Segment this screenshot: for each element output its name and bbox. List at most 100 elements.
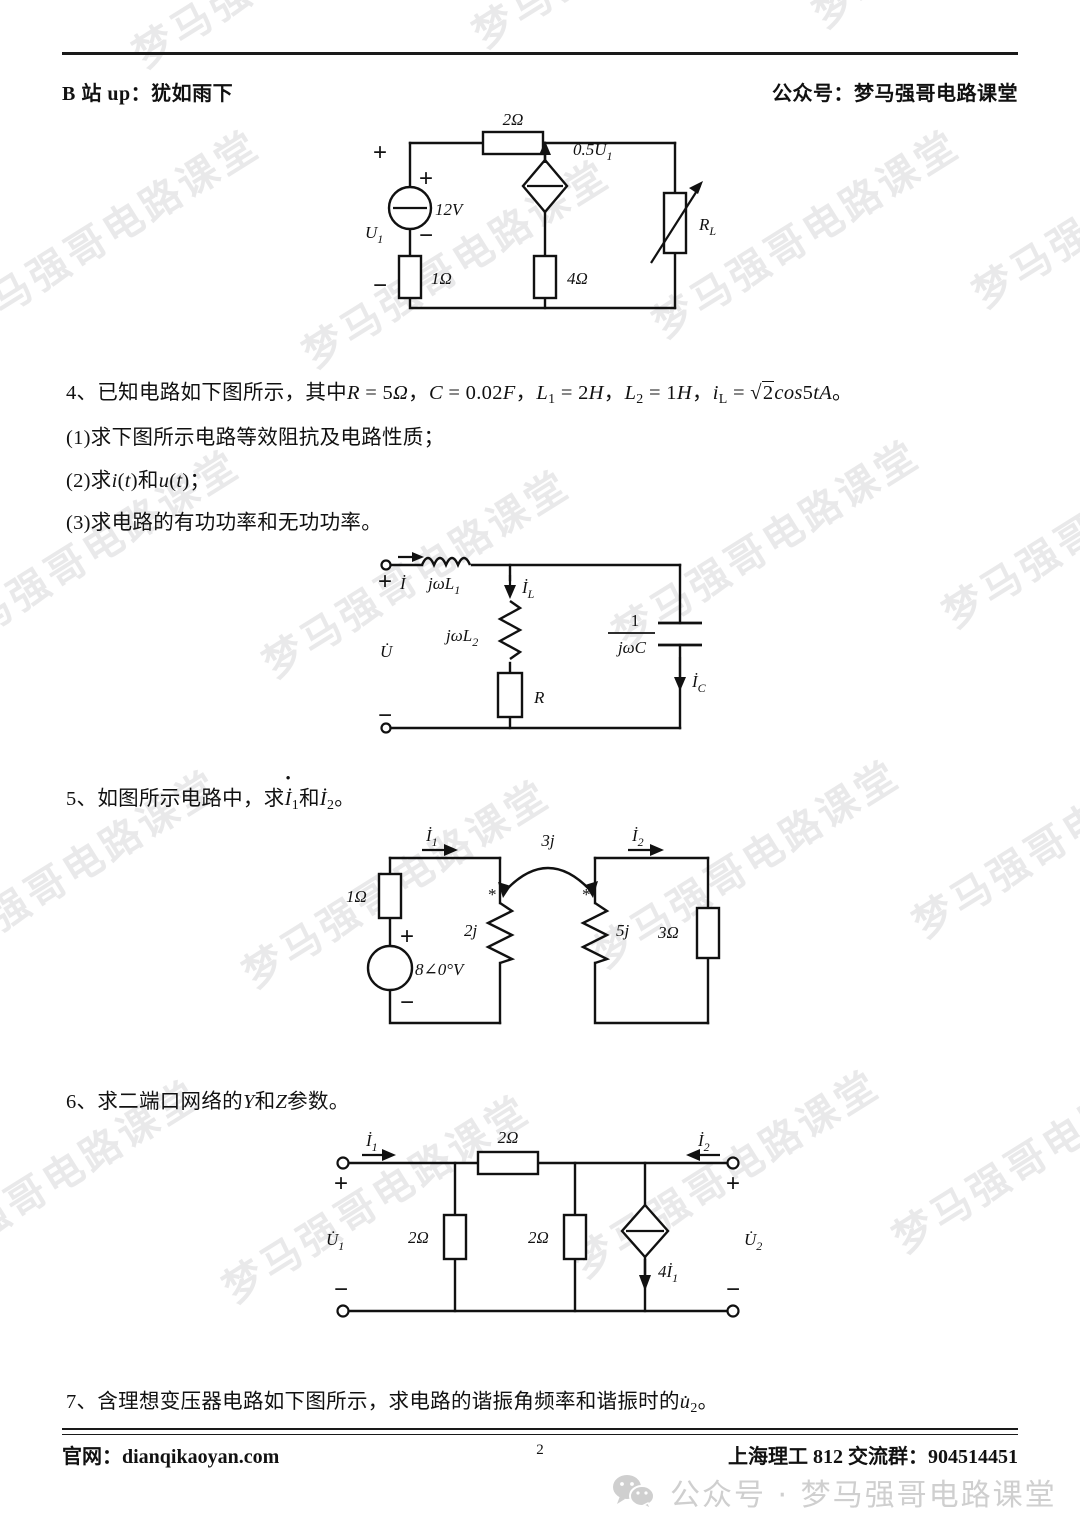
inductor-l2 xyxy=(497,600,523,660)
header-right-text: 公众号：梦马强哥电路课堂 xyxy=(772,82,1018,105)
terminal-in-top xyxy=(336,1156,350,1170)
dot-marker-left: * xyxy=(488,885,497,904)
figure-2-circuit: + − İ jωL1 İL jωL2 R xyxy=(350,545,760,750)
resistor-4ohm xyxy=(532,254,558,300)
load-label: RL xyxy=(698,215,716,238)
terminal-out-bottom xyxy=(726,1304,740,1318)
dependent-source-label: 4İ1 xyxy=(658,1262,678,1285)
resistor-2ohm-series-label: 2Ω xyxy=(498,1128,519,1147)
dependent-source-arrow-icon xyxy=(539,141,551,155)
current-i1-arrow-icon xyxy=(444,844,458,856)
wechat-banner-text: 公众号 · 梦马强哥电路课堂 xyxy=(670,1478,1057,1513)
dependent-source-arrow-icon xyxy=(639,1275,651,1291)
coupling-arrow-right-icon xyxy=(585,881,598,898)
variable-resistor-rl xyxy=(662,191,688,255)
wechat-banner: 公众号 · 梦马强哥电路课堂 xyxy=(612,1470,1057,1514)
mutual-inductance-label: 3j xyxy=(540,831,555,850)
problem-4-line-3: (2)求i(t)和u(t)； xyxy=(66,470,211,492)
problem-4-line-1: 4、已知电路如下图所示，其中R = 5Ω，C = 0.02F，L1 = 2H，L… xyxy=(66,381,853,407)
current-i1-label: İ1 xyxy=(425,826,438,849)
port2-plus-sign: + xyxy=(726,1170,740,1197)
input-terminal-top xyxy=(380,559,392,571)
port-plus-sign: + xyxy=(373,139,387,166)
resistor-2ohm-series-label: 2Ω xyxy=(503,110,524,129)
source-value-label: 12V xyxy=(435,200,465,219)
resistor-2ohm-shunt-2-label: 2Ω xyxy=(528,1228,549,1247)
resistor-r-label: R xyxy=(533,688,545,707)
port2-voltage-label: U̇2 xyxy=(744,1230,762,1253)
current-ic-arrow-icon xyxy=(674,677,686,691)
source-plus-sign: + xyxy=(419,165,433,192)
voltage-source-8v xyxy=(366,944,414,992)
page-number: 2 xyxy=(536,1442,544,1458)
current-il-arrow-icon xyxy=(504,585,516,599)
problem-6-text: 6、求二端口网络的Y和Z参数。 xyxy=(66,1091,350,1113)
figure-3-circuit: 1Ω + − 8∠0°V İ1 İ2 2j * 5j xyxy=(340,818,760,1048)
resistor-1ohm xyxy=(397,254,423,300)
dot-marker-right: * xyxy=(582,885,591,904)
source-value-label: 8∠0°V xyxy=(415,960,466,979)
resistor-2ohm-shunt-1 xyxy=(442,1213,468,1261)
resistor-1ohm-label: 1Ω xyxy=(346,887,367,906)
problem-4-line-2: (1)求下图所示电路等效阻抗及电路性质； xyxy=(66,427,445,449)
wechat-icon xyxy=(613,1475,655,1510)
header-rule xyxy=(62,52,1018,55)
port-voltage-label: U1 xyxy=(365,223,383,246)
resistor-3ohm xyxy=(695,906,721,960)
header-left-text: B 站 up：犹如雨下 xyxy=(62,82,234,105)
terminal-in-bottom xyxy=(336,1304,350,1318)
current-i1-arrow-icon xyxy=(382,1149,396,1161)
current-i2-label: İ2 xyxy=(631,826,644,849)
input-terminal-bottom xyxy=(380,722,392,734)
current-i2-arrow-icon xyxy=(686,1149,700,1161)
mutual-coupling-arc xyxy=(505,866,591,891)
inductor-5j-label: 5j xyxy=(616,921,630,940)
current-i2-arrow-icon xyxy=(650,844,664,856)
footer-rule xyxy=(62,1428,1018,1435)
resistor-3ohm-label: 3Ω xyxy=(657,923,679,942)
resistor-2ohm-series xyxy=(476,1150,540,1176)
current-i1-label: İ1 xyxy=(365,1131,378,1154)
dependent-source-label: 0.5U1 xyxy=(573,140,613,163)
problem-4-line-4: (3)求电路的有功功率和无功功率。 xyxy=(66,512,383,534)
resistor-2ohm-shunt-2 xyxy=(562,1213,588,1261)
capacitor-numerator: 1 xyxy=(631,611,640,630)
resistor-1ohm xyxy=(377,872,403,920)
port1-voltage-label: U̇1 xyxy=(326,1230,344,1253)
footer-left-text: 官网：dianqikaoyan.com xyxy=(62,1446,280,1468)
source-minus-sign: − xyxy=(419,222,433,249)
resistor-1ohm-label: 1Ω xyxy=(431,269,452,288)
source-minus-sign: − xyxy=(400,989,414,1016)
figure-1-circuit: 2Ω + − 12V + − U1 1Ω 0.5U1 xyxy=(355,108,755,323)
current-il-label: İL xyxy=(521,578,535,601)
variable-arrow-icon xyxy=(689,181,703,194)
coupling-arrow-left-icon xyxy=(498,882,511,898)
inductor-l1-label: jωL1 xyxy=(426,574,460,597)
current-in-label: İ xyxy=(399,574,407,593)
figure-4-circuit: + − + − U̇1 U̇2 İ1 İ2 2Ω 2Ω xyxy=(300,1125,780,1350)
footer-right-text: 上海理工 812 交流群：904514451 xyxy=(728,1446,1018,1468)
inductor-l1 xyxy=(420,556,472,569)
port-plus-sign: + xyxy=(378,568,392,595)
problem-7-text: 7、含理想变压器电路如下图所示，求电路的谐振角频率和谐振时的u̇2。 xyxy=(66,1391,719,1416)
resistor-2ohm-series xyxy=(481,130,545,156)
port1-plus-sign: + xyxy=(334,1170,348,1197)
inductor-2j-label: 2j xyxy=(464,921,478,940)
terminal-out-top xyxy=(726,1156,740,1170)
page-footer: 官网：dianqikaoyan.com 2 上海理工 812 交流群：90451… xyxy=(62,1440,1018,1469)
capacitor-denominator: jωC xyxy=(616,638,647,657)
current-in-arrow-icon xyxy=(412,552,424,562)
inductor-l2-label: jωL2 xyxy=(444,626,478,649)
port1-minus-sign: − xyxy=(334,1276,348,1303)
page-header: B 站 up：犹如雨下 公众号：梦马强哥电路课堂 xyxy=(62,76,1018,106)
port-minus-sign: − xyxy=(378,702,392,729)
inductor-5j xyxy=(580,902,611,965)
resistor-r xyxy=(496,671,524,719)
resistor-4ohm-label: 4Ω xyxy=(567,269,588,288)
inductor-2j xyxy=(485,902,516,965)
problem-5-text: 5、如图所示电路中，求İ1和İ2。 xyxy=(66,784,355,817)
current-ic-label: İC xyxy=(691,672,707,695)
resistor-2ohm-shunt-1-label: 2Ω xyxy=(408,1228,429,1247)
voltage-u-label: U̇ xyxy=(380,642,394,661)
